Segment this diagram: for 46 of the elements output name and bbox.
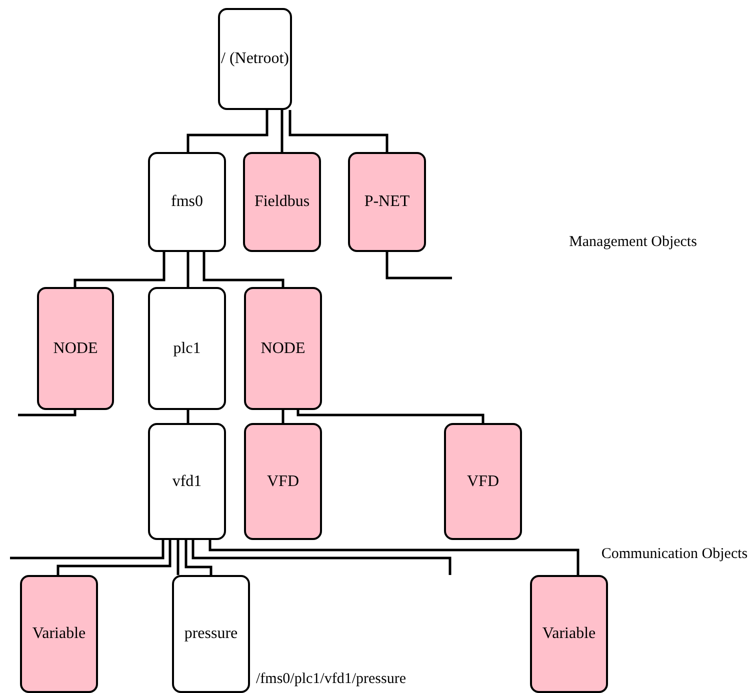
node-label: plc1 — [173, 338, 201, 358]
object-box-highlighted — [20, 575, 98, 693]
connector-line — [186, 410, 190, 423]
object-box-highlighted — [37, 287, 114, 410]
object-box-highlighted — [444, 423, 522, 540]
node-label: NODE — [53, 338, 98, 358]
connector-line — [202, 252, 284, 287]
connector-line — [296, 410, 484, 423]
object-box — [148, 423, 226, 540]
layer-label: Management Objects — [568, 233, 698, 252]
node-label: VFD — [266, 472, 299, 492]
connector-line — [186, 252, 190, 287]
connector-line — [18, 410, 76, 416]
object-box — [148, 152, 226, 252]
connector-line — [184, 540, 212, 575]
node-label: NODE — [260, 338, 306, 358]
node-label: Fieldbus — [254, 192, 310, 212]
object-box — [218, 8, 292, 110]
connector-line — [56, 540, 172, 575]
layer-label: Communication Objects — [600, 545, 749, 564]
node-label: pressure — [184, 624, 238, 644]
object-box-highlighted — [243, 152, 321, 252]
connector-line — [386, 252, 452, 280]
connector-line — [74, 252, 166, 287]
object-box-highlighted — [530, 575, 608, 693]
object-box — [148, 287, 226, 410]
connector-line — [282, 410, 284, 423]
connector-line — [186, 110, 268, 152]
path-caption: /fms0/plc1/vfd1/pressure — [256, 671, 406, 688]
connector-line — [176, 540, 180, 575]
connector-line — [192, 540, 452, 575]
node-label: Variable — [542, 624, 596, 644]
object-box-highlighted — [244, 287, 322, 410]
connector-line — [280, 110, 284, 152]
connector-line — [208, 540, 580, 575]
node-label: P-NET — [364, 192, 410, 212]
node-label: vfd1 — [172, 472, 202, 492]
node-label: / (Netroot) — [221, 49, 289, 69]
object-box-highlighted — [244, 423, 322, 540]
node-label: fms0 — [171, 192, 203, 212]
object-box-highlighted — [348, 152, 426, 252]
connector-line — [10, 540, 164, 560]
connector-line — [288, 110, 388, 152]
node-label: VFD — [466, 472, 499, 492]
node-label: Variable — [32, 624, 86, 644]
object-box — [172, 575, 250, 693]
